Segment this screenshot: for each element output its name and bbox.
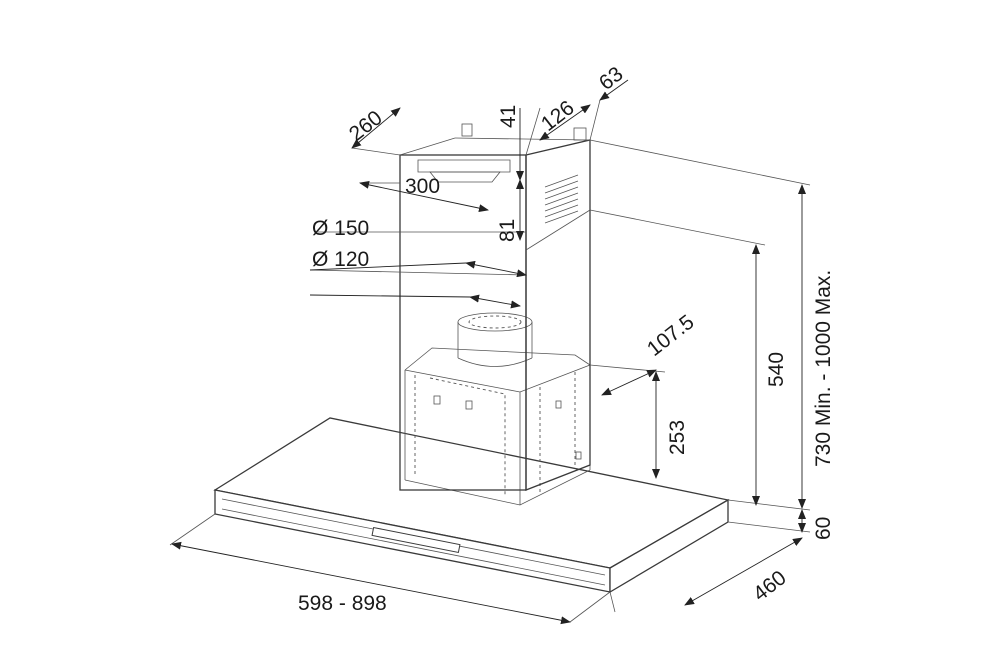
dim-line-outlet-outer	[465, 260, 527, 278]
dim-line-canopy-depth	[684, 537, 803, 606]
label-top-depth: 260	[345, 106, 387, 146]
label-motor-height: 253	[666, 420, 689, 455]
dim-line-motor-offset	[601, 369, 657, 396]
dim-line-top-width	[359, 180, 489, 213]
label-outlet-inner: Ø 120	[312, 248, 369, 271]
motor-housing	[404, 347, 591, 506]
label-canopy-width: 598 - 898	[298, 592, 387, 615]
label-top-vent: 126	[537, 96, 579, 136]
dimension-lines	[171, 79, 806, 625]
label-chimney-height: 540	[765, 352, 788, 387]
label-outlet-outer: Ø 150	[312, 217, 369, 240]
dim-line-outlet-inner	[469, 294, 521, 309]
dim-line-top-depth	[351, 107, 401, 149]
dim-line-canopy-width	[171, 541, 571, 625]
canopy	[213, 417, 730, 594]
label-total-height: 730 Min. - 1000 Max.	[812, 270, 835, 467]
label-top-edge: 63	[595, 62, 628, 95]
label-canopy-height: 60	[812, 517, 835, 540]
label-top-offset: 41	[497, 105, 520, 128]
label-top-width: 300	[405, 175, 440, 198]
label-vent-height: 81	[496, 219, 519, 242]
label-motor-offset: 107.5	[643, 310, 699, 360]
dim-line-top-edge	[599, 79, 629, 101]
dim-line-top-vent	[539, 104, 591, 141]
label-canopy-depth: 460	[749, 566, 791, 606]
outlet-ring	[457, 312, 533, 367]
vent-grille	[544, 174, 579, 224]
chimney	[399, 123, 591, 491]
